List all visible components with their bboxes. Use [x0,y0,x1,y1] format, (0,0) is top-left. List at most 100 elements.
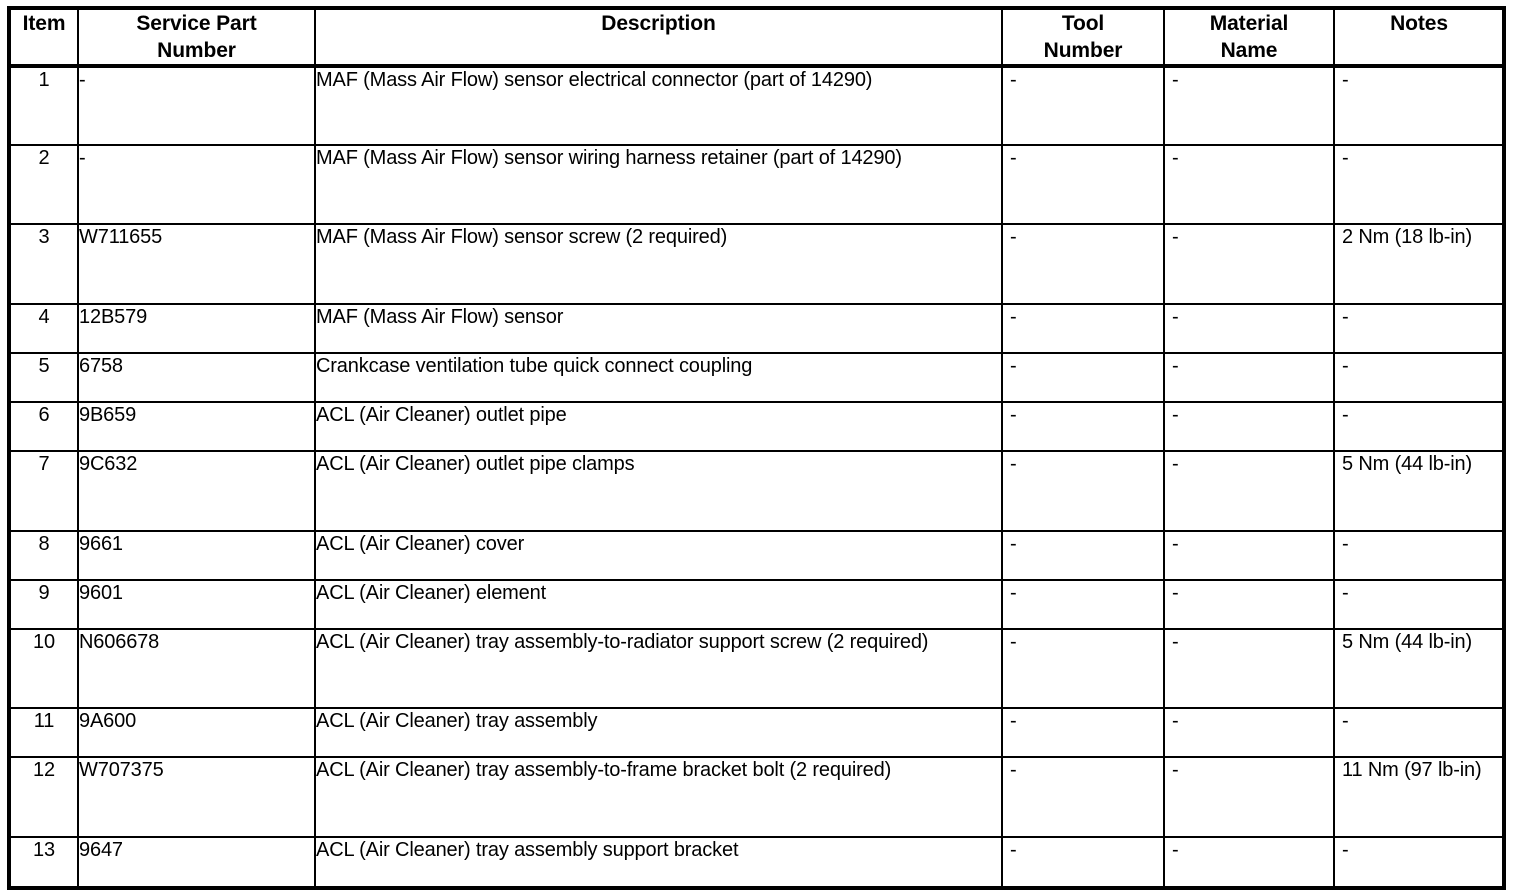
cell-tool-number: - [1002,450,1165,532]
cell-material-name: - [1164,144,1335,226]
cell-tool-number: - [1002,530,1165,581]
cell-notes: - [1334,352,1503,403]
cell-service-part-number: - [78,66,316,146]
cell-description: ACL (Air Cleaner) element [315,579,1003,630]
column-header-notes: Notes [1334,10,1503,68]
cell-item: 13 [11,836,79,886]
cell-item: 8 [11,530,79,581]
cell-item: 2 [11,144,79,226]
table-row: 13 9647 ACL (Air Cleaner) tray assembly … [11,836,1503,886]
cell-notes: 5 Nm (44 lb-in) [1334,628,1503,710]
cell-tool-number: - [1002,352,1165,403]
cell-tool-number: - [1002,628,1165,710]
cell-notes: - [1342,838,1349,861]
column-header-material-name: Material Name [1164,10,1335,68]
cell-description: ACL (Air Cleaner) outlet pipe clamps [315,450,1003,532]
cell-service-part-number: W711655 [78,224,316,305]
cell-service-part-number: 12B579 [78,303,316,354]
cell-notes: 2 Nm (18 lb-in) [1334,224,1503,305]
table-row: 7 9C632 ACL (Air Cleaner) outlet pipe cl… [11,450,1503,532]
cell-material-name: - [1164,530,1335,581]
column-header-tool-number-line2: Number [1043,39,1123,62]
cell-material-name: - [1164,708,1335,759]
table-row: 12 W707375 ACL (Air Cleaner) tray assemb… [11,757,1503,838]
table-row: 5 6758 Crankcase ventilation tube quick … [11,352,1503,403]
cell-item: 10 [11,628,79,710]
cell-material-name: - [1164,303,1335,354]
cell-material-name: - [1164,401,1335,452]
table-row: 8 9661 ACL (Air Cleaner) cover - - - [11,530,1503,581]
cell-notes: - [1334,579,1503,630]
cell-service-part-number: 9661 [78,530,316,581]
cell-description: ACL (Air Cleaner) tray assembly-to-radia… [315,628,1003,710]
cell-material-name: - [1164,757,1335,838]
cell-service-part-number: W707375 [78,757,316,838]
cell-tool-number: - [1002,757,1165,838]
table-row: 9 9601 ACL (Air Cleaner) element - - - [11,579,1503,630]
cell-service-part-number: 9A600 [78,708,316,759]
cell-description: ACL (Air Cleaner) cover [315,530,1003,581]
cell-material-name: - [1164,224,1335,305]
parts-table: Item Service Part Number Description Too… [11,10,1503,886]
cell-item: 7 [11,450,79,532]
cell-item: 5 [11,352,79,403]
column-header-item: Item [11,10,79,68]
cell-tool-number: - [1002,144,1165,226]
cell-notes: - [1334,66,1503,146]
column-header-service-part-number-line2: Number [157,39,236,62]
cell-material-name: - [1164,836,1335,886]
table-row: 6 9B659 ACL (Air Cleaner) outlet pipe - … [11,401,1503,452]
cell-service-part-number: 9601 [78,579,316,630]
cell-notes: - [1334,401,1503,452]
cell-notes: - [1334,144,1503,226]
table-row: 3 W711655 MAF (Mass Air Flow) sensor scr… [11,224,1503,305]
cell-notes: - [1334,530,1503,581]
cell-material-name: - [1164,628,1335,710]
cell-item: 9 [11,579,79,630]
cell-service-part-number: - [78,144,316,226]
cell-item: 12 [11,757,79,838]
cell-notes: 11 Nm (97 lb-in) [1334,757,1503,838]
cell-description: MAF (Mass Air Flow) sensor [315,303,1003,354]
header-row: Item Service Part Number Description Too… [11,10,1503,68]
cell-service-part-number: 6758 [78,352,316,403]
cell-tool-number: - [1002,401,1165,452]
table-row: 1 - MAF (Mass Air Flow) sensor electrica… [11,66,1503,146]
cell-service-part-number: N606678 [78,628,316,710]
column-header-tool-number: Tool Number [1002,10,1165,68]
column-header-tool-number-line1: Tool [1061,12,1105,35]
cell-tool-number: - [1002,66,1165,146]
cell-item: 1 [11,66,79,146]
cell-notes: 5 Nm (44 lb-in) [1334,450,1503,532]
cell-material-name: - [1164,450,1335,532]
cell-service-part-number: 9647 [78,836,316,886]
table-row: 2 - MAF (Mass Air Flow) sensor wiring ha… [11,144,1503,226]
cell-description: MAF (Mass Air Flow) sensor electrical co… [315,66,1003,146]
cell-item: 4 [11,303,79,354]
column-header-service-part-number: Service Part Number [78,10,316,68]
cell-tool-number: - [1002,836,1165,886]
cell-notes: - [1334,708,1503,759]
cell-tool-number: - [1002,224,1165,305]
table-body: 1 - MAF (Mass Air Flow) sensor electrica… [11,66,1503,886]
table-row: 11 9A600 ACL (Air Cleaner) tray assembly… [11,708,1503,759]
column-header-material-name-line2: Name [1220,39,1278,62]
cell-item: 11 [11,708,79,759]
cell-material-name: - [1164,352,1335,403]
table-row: 10 N606678 ACL (Air Cleaner) tray assemb… [11,628,1503,710]
cell-notes: - [1334,303,1503,354]
cell-description: MAF (Mass Air Flow) sensor wiring harnes… [315,144,1003,226]
cell-item: 3 [11,224,79,305]
cell-material-name: - [1164,66,1335,146]
table-header: Item Service Part Number Description Too… [11,10,1503,68]
column-header-service-part-number-line1: Service Part [136,12,257,35]
column-header-description: Description [315,10,1003,68]
cell-item: 6 [11,401,79,452]
cell-service-part-number: 9B659 [78,401,316,452]
table-row: 4 12B579 MAF (Mass Air Flow) sensor - - … [11,303,1503,354]
cell-description: ACL (Air Cleaner) tray assembly support … [315,836,1003,886]
cell-description: ACL (Air Cleaner) tray assembly [315,708,1003,759]
cell-tool-number: - [1002,708,1165,759]
cell-material-name: - [1164,579,1335,630]
